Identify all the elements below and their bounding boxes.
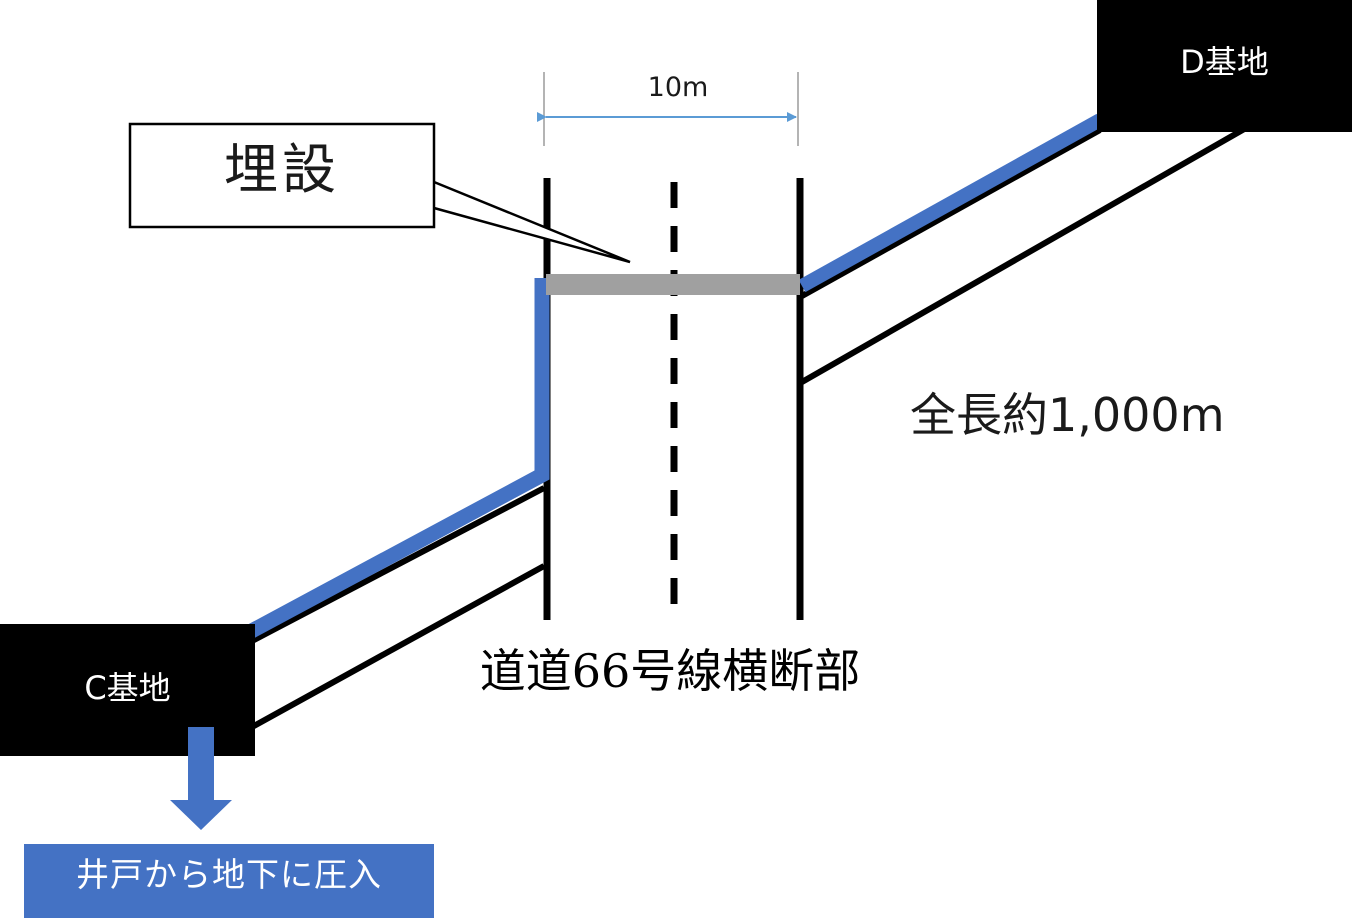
total-length-label: 全長約1,000m (910, 388, 1225, 442)
road-crossing-label: 道道66号線横断部 (479, 644, 861, 698)
injection-arrow (170, 727, 232, 830)
pipeline-left-segment (242, 278, 550, 641)
pipeline-route (242, 113, 1104, 641)
pipeline-right-lower-line (800, 125, 1248, 385)
callout-box (128, 122, 436, 229)
pipeline-black-lines (250, 125, 1248, 730)
injection-box (24, 844, 434, 918)
dimension-label: 10m (647, 72, 709, 103)
buried-section-bar (546, 274, 800, 295)
base-d-label: D基地 (1180, 43, 1269, 81)
buried-callout (128, 122, 631, 264)
buried-callout-text: 埋設 (224, 138, 340, 201)
pipeline-right-segment (798, 113, 1104, 293)
pipeline-right-upper-line (800, 127, 1102, 299)
pipeline-left-lower-line (250, 563, 546, 730)
base-d-box (1097, 0, 1352, 132)
pipeline-left-upper-line (250, 485, 546, 644)
callout-pointer (433, 180, 631, 264)
dimension-annotation (537, 72, 799, 146)
base-c-label: C基地 (84, 669, 171, 707)
injection-label: 井戸から地下に圧入 (76, 855, 382, 894)
